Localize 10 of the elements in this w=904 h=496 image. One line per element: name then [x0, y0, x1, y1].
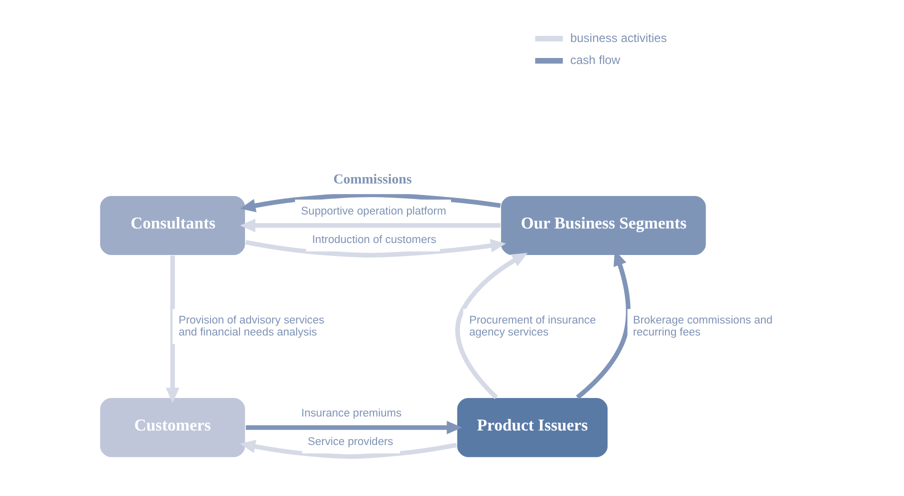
- edge-label: Provision of advisory services and financial needs analysis: [178, 314, 324, 338]
- edge-label: Service providers: [307, 436, 393, 448]
- edge-label: Procurement of insurance agency services: [468, 314, 596, 338]
- edge-label: Commissions: [332, 172, 412, 187]
- edge-label: Supportive operation platform: [300, 206, 446, 218]
- edge-label: Insurance premiums: [300, 408, 401, 420]
- legend-label: cash flow: [570, 52, 620, 67]
- edge-label: Introduction of customers: [312, 234, 436, 246]
- legend-label: business activities: [570, 30, 666, 45]
- edge-label: Brokerage commissions and recurring fees: [632, 314, 772, 338]
